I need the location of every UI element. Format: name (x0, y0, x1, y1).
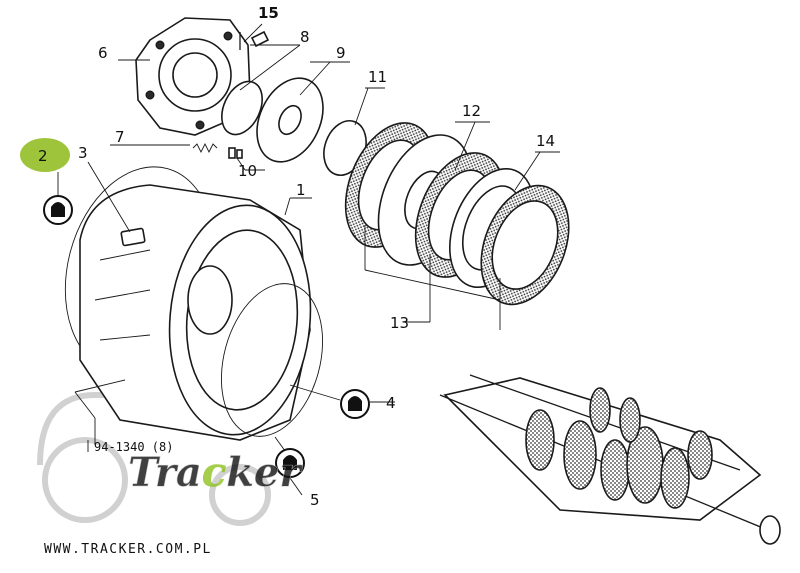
seal-symbol-4 (340, 389, 370, 419)
seal-symbol-2 (43, 195, 73, 225)
label-part-3: 3 (78, 144, 88, 162)
leader-lines (57, 23, 560, 496)
label-part-11: 11 (368, 68, 387, 86)
label-part-8: 8 (300, 28, 310, 46)
label-part-2: 2 (38, 147, 48, 165)
part-4-seal-ring (220, 283, 324, 437)
reference-note: 94-1340 (8) (94, 440, 173, 454)
label-part-10: 10 (238, 162, 257, 180)
label-part-9: 9 (336, 44, 346, 62)
seal-symbol-5 (275, 448, 305, 478)
label-part-13: 13 (390, 314, 409, 332)
part-6-cover (135, 17, 251, 136)
label-part-15: 15 (258, 4, 279, 22)
watermark-url: WWW.TRACKER.COM.PL (44, 542, 212, 557)
part-9-plate (256, 77, 324, 163)
label-part-7: 7 (115, 128, 125, 146)
clutch-pack (344, 122, 570, 306)
part-10-pin (228, 147, 243, 159)
label-part-6: 6 (98, 44, 108, 62)
label-part-14: 14 (536, 132, 555, 150)
part-8-gasket (221, 80, 263, 136)
part-2-highlight (20, 138, 70, 172)
part-1-housing (79, 184, 312, 441)
label-part-5: 5 (310, 491, 320, 509)
watermark-brand: Tracker (128, 449, 303, 496)
part-15-bolt (239, 30, 270, 50)
gearbox-assembly (439, 374, 781, 545)
part-7-spring (192, 142, 218, 154)
label-part-12: 12 (462, 102, 481, 120)
label-part-1: 1 (296, 181, 306, 199)
label-part-4: 4 (386, 394, 396, 412)
